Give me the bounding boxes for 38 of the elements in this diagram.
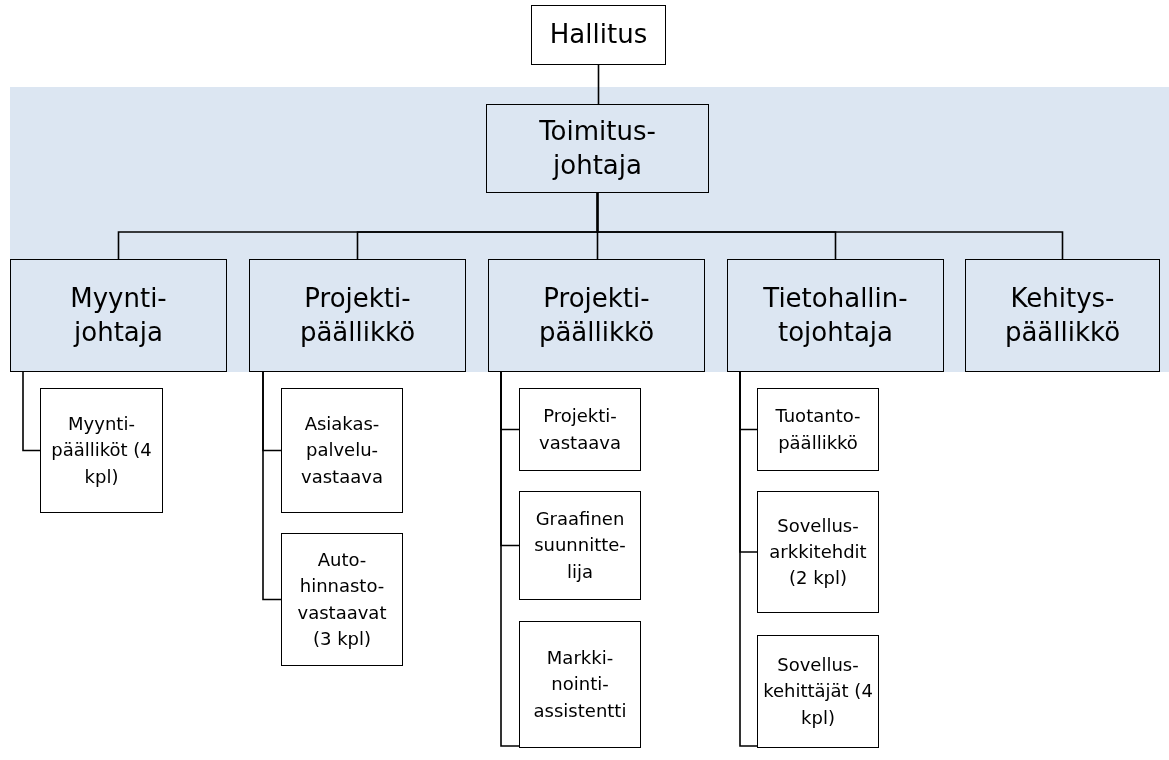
org-box — [531, 5, 666, 65]
org-box — [486, 104, 709, 193]
role-title: Sovellus- arkkitehdit (2 kpl) — [768, 513, 868, 591]
org-box — [757, 491, 879, 613]
org-box — [10, 259, 227, 372]
role-title: Tietohallin- tojohtaja — [762, 281, 909, 349]
org-box — [727, 259, 944, 372]
org-box — [488, 259, 705, 372]
role-title: Toimitus- johtaja — [538, 114, 657, 182]
connector-line — [597, 64, 600, 105]
connector-line — [739, 371, 758, 747]
org-box — [281, 388, 403, 513]
org-box — [965, 259, 1160, 372]
role-title: Projekti- päällikkö — [298, 281, 417, 349]
org-box — [519, 388, 641, 471]
role-title: Asiakas- palvelu- vastaava — [300, 412, 384, 489]
role-title: Myynti- johtaja — [69, 281, 168, 349]
org-box — [519, 491, 641, 600]
org-box — [281, 533, 403, 666]
role-title: Sovellus- kehittäjät (4 kpl) — [762, 653, 874, 730]
role-title: Markki- nointi- assistentti — [532, 646, 628, 723]
connector-line — [262, 371, 282, 601]
role-title: Tuotanto- päällikkö — [774, 404, 862, 455]
role-title: Kehitys- päällikkö — [1003, 281, 1122, 349]
connector-line — [500, 371, 520, 747]
role-title: Projekti- vastaava — [538, 404, 622, 455]
connector-line — [22, 371, 41, 452]
role-title: Graafinen suunnitte- lija — [533, 507, 627, 584]
org-box — [757, 635, 879, 748]
org-box — [757, 388, 879, 471]
role-title: Hallitus — [549, 18, 648, 52]
role-title: Projekti- päällikkö — [537, 281, 656, 349]
role-title: Myynti- päälliköt (4 kpl) — [50, 412, 153, 489]
org-box — [519, 621, 641, 748]
role-title: Auto- hinnasto- vastaavat (3 kpl) — [296, 548, 388, 651]
org-box — [40, 388, 163, 513]
org-box — [249, 259, 466, 372]
connector-line — [596, 192, 1064, 260]
